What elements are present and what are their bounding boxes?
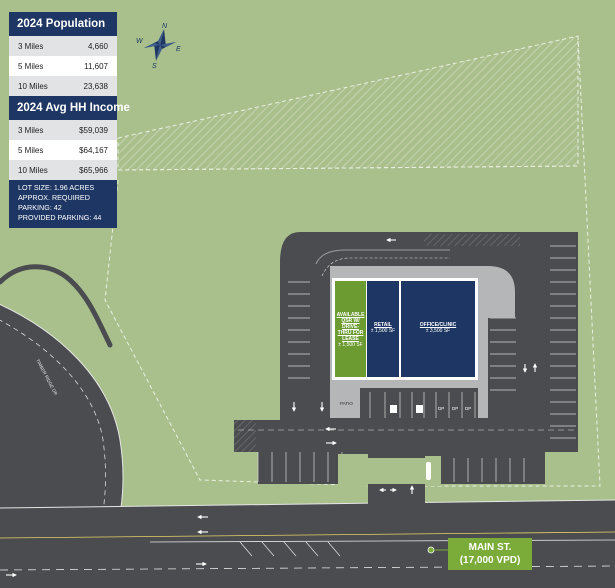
median-marker bbox=[426, 462, 431, 480]
population-row-label: 5 Miles bbox=[18, 61, 44, 71]
income-row-label: 10 Miles bbox=[18, 165, 48, 175]
compass-rose-icon: N E S W bbox=[136, 23, 181, 70]
compass-n: N bbox=[162, 23, 168, 30]
curb-line bbox=[0, 264, 113, 348]
building-office bbox=[401, 281, 475, 377]
lot-size: LOT SIZE: 1.96 ACRES bbox=[18, 183, 95, 192]
property-line-east bbox=[420, 35, 601, 487]
population-row: 5 Miles 11,607 bbox=[9, 56, 117, 76]
office-title: OFFICE/CLINIC bbox=[419, 322, 457, 328]
main-street-name: MAIN ST. bbox=[468, 542, 512, 553]
hatched-area-outline bbox=[117, 35, 579, 171]
population-title: 2024 Population bbox=[9, 12, 117, 36]
dp-label: DP bbox=[438, 406, 444, 411]
income-row-value: $64,167 bbox=[79, 145, 108, 155]
main-street-centerline bbox=[0, 531, 615, 539]
qsr-title: AVAILABLE QSR W/ DRIVE-THRU FOR LEASE bbox=[336, 312, 365, 342]
turn-lane-stripes bbox=[239, 541, 341, 557]
income-row: 5 Miles $64,167 bbox=[9, 140, 117, 160]
hatched-strip bbox=[424, 234, 520, 246]
main-street-badge: MAIN ST. (17,000 VPD) bbox=[448, 538, 532, 570]
parking-stalls-front bbox=[369, 392, 476, 418]
landscape-island bbox=[338, 454, 368, 486]
office-size: ± 3,500 SF bbox=[425, 328, 451, 334]
population-row-value: 4,660 bbox=[87, 41, 108, 51]
dp-label: DP bbox=[465, 406, 471, 411]
lot-provided: PROVIDED PARKING: 44 bbox=[18, 213, 102, 222]
lot-info: LOT SIZE: 1.96 ACRES APPROX. REQUIRED PA… bbox=[9, 180, 117, 228]
income-row-value: $59,039 bbox=[79, 125, 108, 135]
main-street-lane bbox=[149, 539, 615, 543]
income-title: 2024 Avg HH Income bbox=[9, 96, 130, 120]
driveway bbox=[368, 484, 425, 506]
main-street-traffic: (17,000 VPD) bbox=[459, 555, 521, 566]
lot-parking: PARKING: 42 bbox=[18, 203, 62, 212]
main-street-lane-2 bbox=[0, 565, 615, 571]
qsr-label: AVAILABLE QSR W/ DRIVE-THRU FOR LEASE ± … bbox=[336, 312, 365, 348]
retail-label: RETAIL ± 1,500 SF bbox=[367, 322, 399, 334]
retail-title: RETAIL bbox=[374, 322, 392, 328]
office-label: OFFICE/CLINIC ± 3,500 SF bbox=[401, 322, 475, 334]
hatched-entry bbox=[234, 420, 256, 452]
parking-stalls-west bbox=[288, 281, 310, 379]
hatched-area bbox=[118, 36, 578, 170]
population-row-label: 3 Miles bbox=[18, 41, 44, 51]
demographics-panel: 2024 Population 3 Miles 4,660 5 Miles 11… bbox=[9, 12, 130, 228]
population-row: 3 Miles 4,660 bbox=[9, 36, 117, 56]
dp-label: DP bbox=[452, 406, 458, 411]
income-row-value: $65,966 bbox=[79, 165, 108, 175]
compass-e: E bbox=[176, 46, 181, 53]
income-row-label: 3 Miles bbox=[18, 125, 44, 135]
building-retail bbox=[367, 281, 399, 377]
population-row-label: 10 Miles bbox=[18, 81, 48, 91]
income-row-label: 5 Miles bbox=[18, 145, 44, 155]
patio-label: PATIO bbox=[340, 401, 353, 406]
population-row-value: 23,638 bbox=[83, 81, 108, 91]
lot-required: APPROX. REQUIRED bbox=[18, 193, 90, 202]
drive-thru-lane bbox=[315, 249, 450, 265]
qsr-size: ± 1,500 SF bbox=[338, 342, 363, 348]
income-row: 3 Miles $59,039 bbox=[9, 120, 117, 140]
main-street-edge bbox=[0, 499, 615, 509]
map-pin-icon bbox=[427, 546, 435, 554]
accessible-parking-icon bbox=[390, 405, 423, 413]
drive-thru-stripe bbox=[321, 257, 450, 277]
population-row: 10 Miles 23,638 bbox=[9, 76, 117, 96]
parking-stalls-south bbox=[257, 452, 525, 482]
population-row-value: 11,607 bbox=[84, 61, 108, 71]
retail-size: ± 1,500 SF bbox=[370, 328, 396, 334]
income-row: 10 Miles $65,966 bbox=[9, 160, 117, 180]
building-qsr bbox=[335, 281, 366, 377]
compass-s: S bbox=[152, 63, 157, 70]
compass-w: W bbox=[136, 38, 144, 45]
